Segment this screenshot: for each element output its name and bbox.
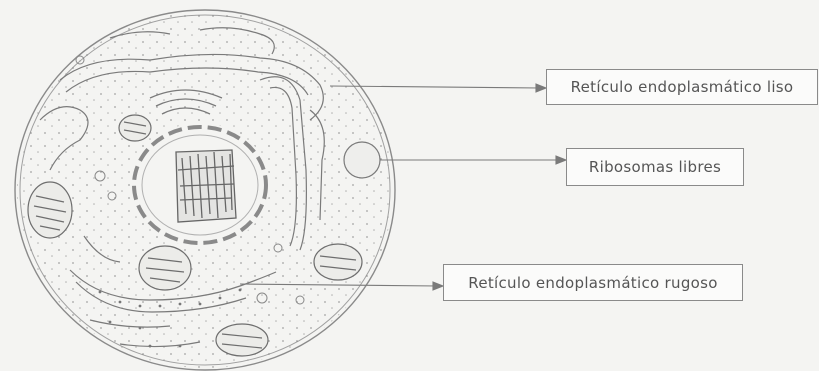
- label-smooth-er: Retículo endoplasmático liso: [546, 69, 818, 105]
- chromatin: [176, 150, 236, 222]
- free-ribosome-marker: [344, 142, 380, 178]
- label-free-ribosomes: Ribosomas libres: [566, 148, 744, 186]
- label-rough-er: Retículo endoplasmático rugoso: [443, 264, 743, 301]
